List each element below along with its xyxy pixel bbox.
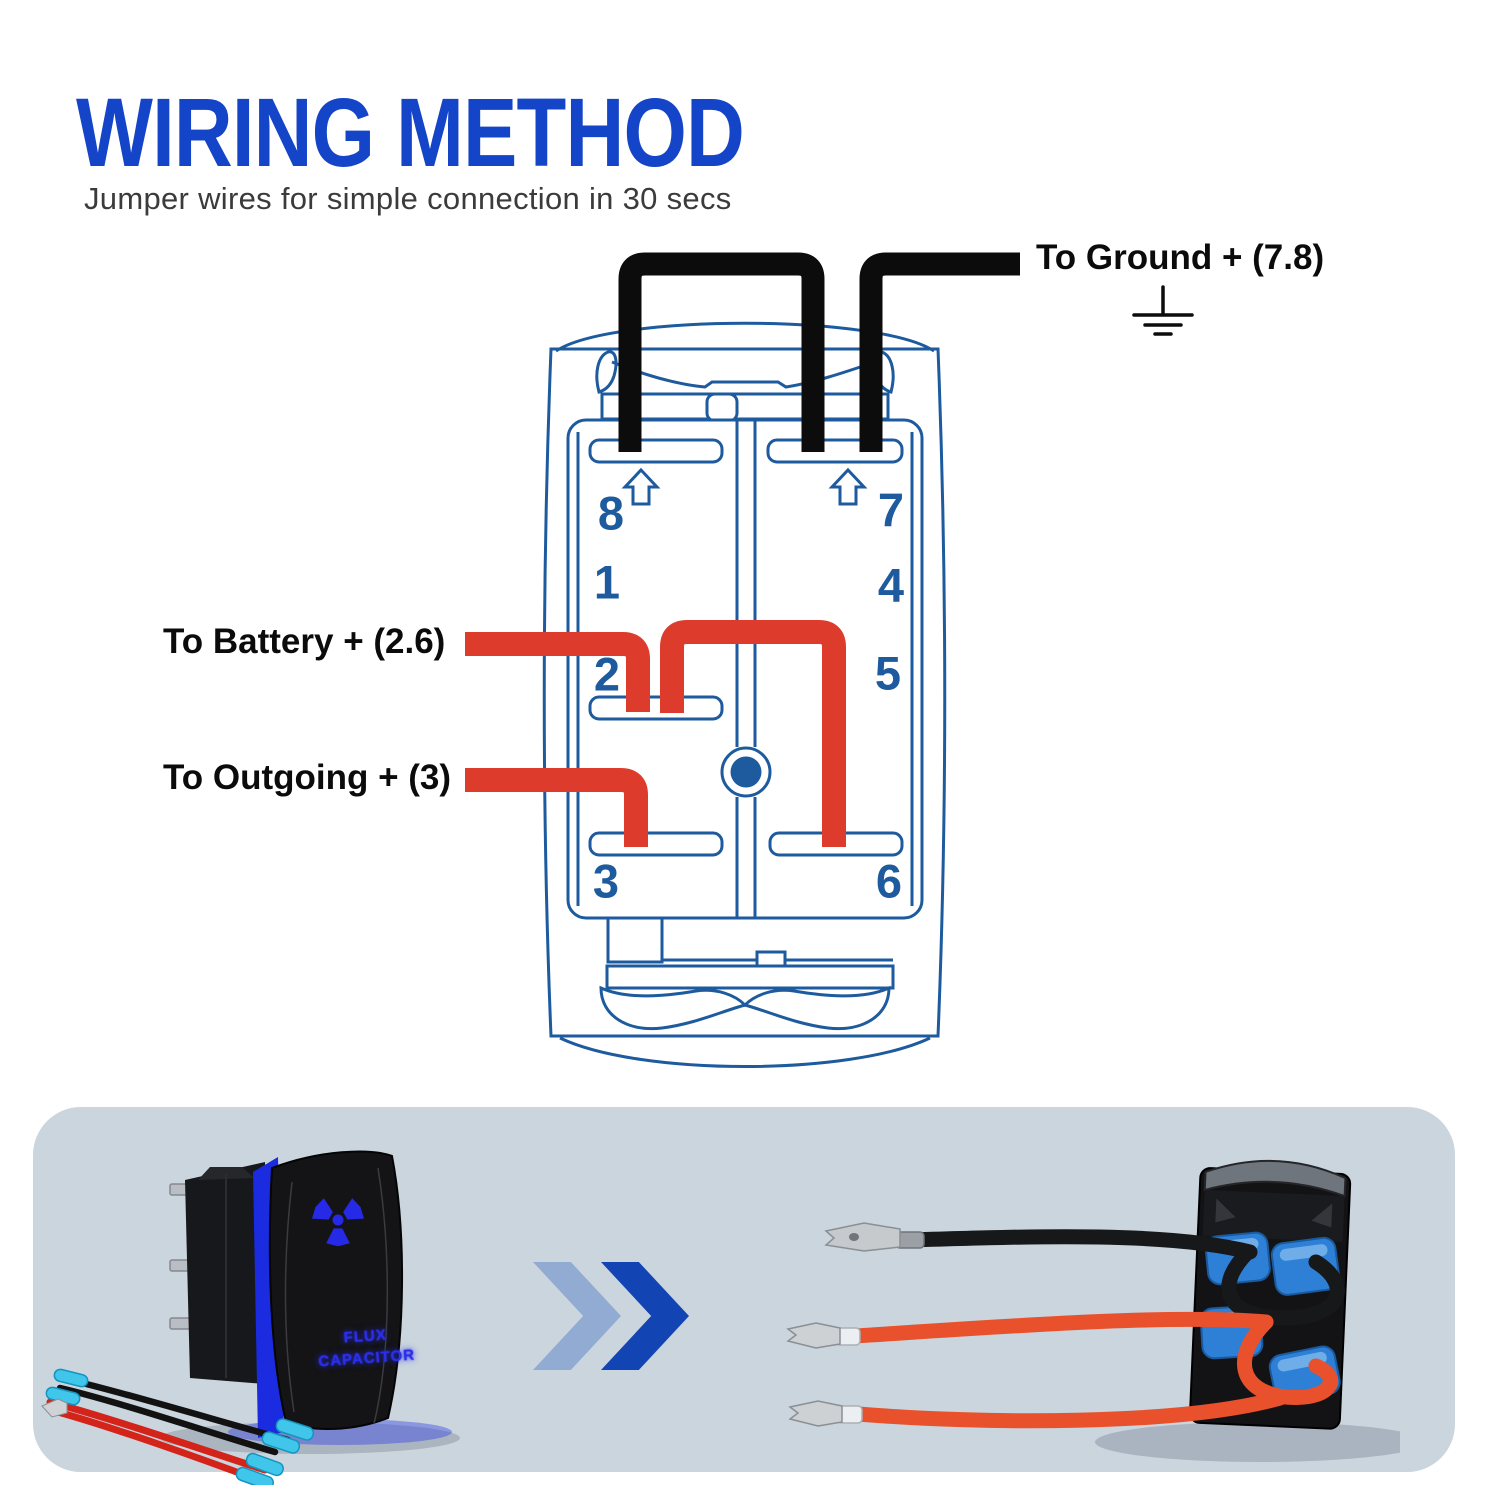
pin-number-5: 5 xyxy=(874,646,902,700)
jumper-wire-kit xyxy=(41,1368,315,1485)
page-title: WIRING METHOD xyxy=(76,78,745,187)
wired-switch-photo xyxy=(786,1159,1400,1462)
spade-terminal xyxy=(788,1400,843,1427)
ground-symbol-icon xyxy=(1132,285,1194,336)
rocker-lens-text: FLUX CAPACITOR xyxy=(315,1323,418,1373)
up-arrow-icons xyxy=(621,467,868,506)
ground-wire-label: To Ground + (7.8) xyxy=(1036,238,1325,277)
pin-number-3: 3 xyxy=(592,854,620,908)
pin-number-7: 7 xyxy=(877,483,905,537)
rocker-switch-photo xyxy=(41,1150,460,1485)
pin-number-2: 2 xyxy=(593,647,621,701)
red-power-wires xyxy=(465,620,846,847)
wiring-diagram xyxy=(465,252,1194,1068)
pin-number-8: 8 xyxy=(597,486,625,540)
radiation-icon xyxy=(312,1198,364,1247)
pin-number-6: 6 xyxy=(875,854,903,908)
black-ground-wires xyxy=(618,252,1020,452)
center-screw xyxy=(720,746,772,798)
page-subtitle: Jumper wires for simple connection in 30… xyxy=(84,181,732,216)
red-wires xyxy=(847,1311,1338,1429)
terminal-slots xyxy=(588,438,904,857)
pin-number-1: 1 xyxy=(593,555,621,609)
switch-outline xyxy=(542,321,947,1068)
black-wire xyxy=(900,1229,1345,1326)
switch-pins xyxy=(169,1183,191,1330)
spade-terminal xyxy=(824,1222,901,1252)
pin-number-4: 4 xyxy=(877,558,905,612)
mounting-wings xyxy=(599,985,891,1031)
battery-wire-label: To Battery + (2.6) xyxy=(163,622,446,661)
spade-terminal xyxy=(786,1322,841,1349)
outgoing-wire-label: To Outgoing + (3) xyxy=(163,758,452,797)
